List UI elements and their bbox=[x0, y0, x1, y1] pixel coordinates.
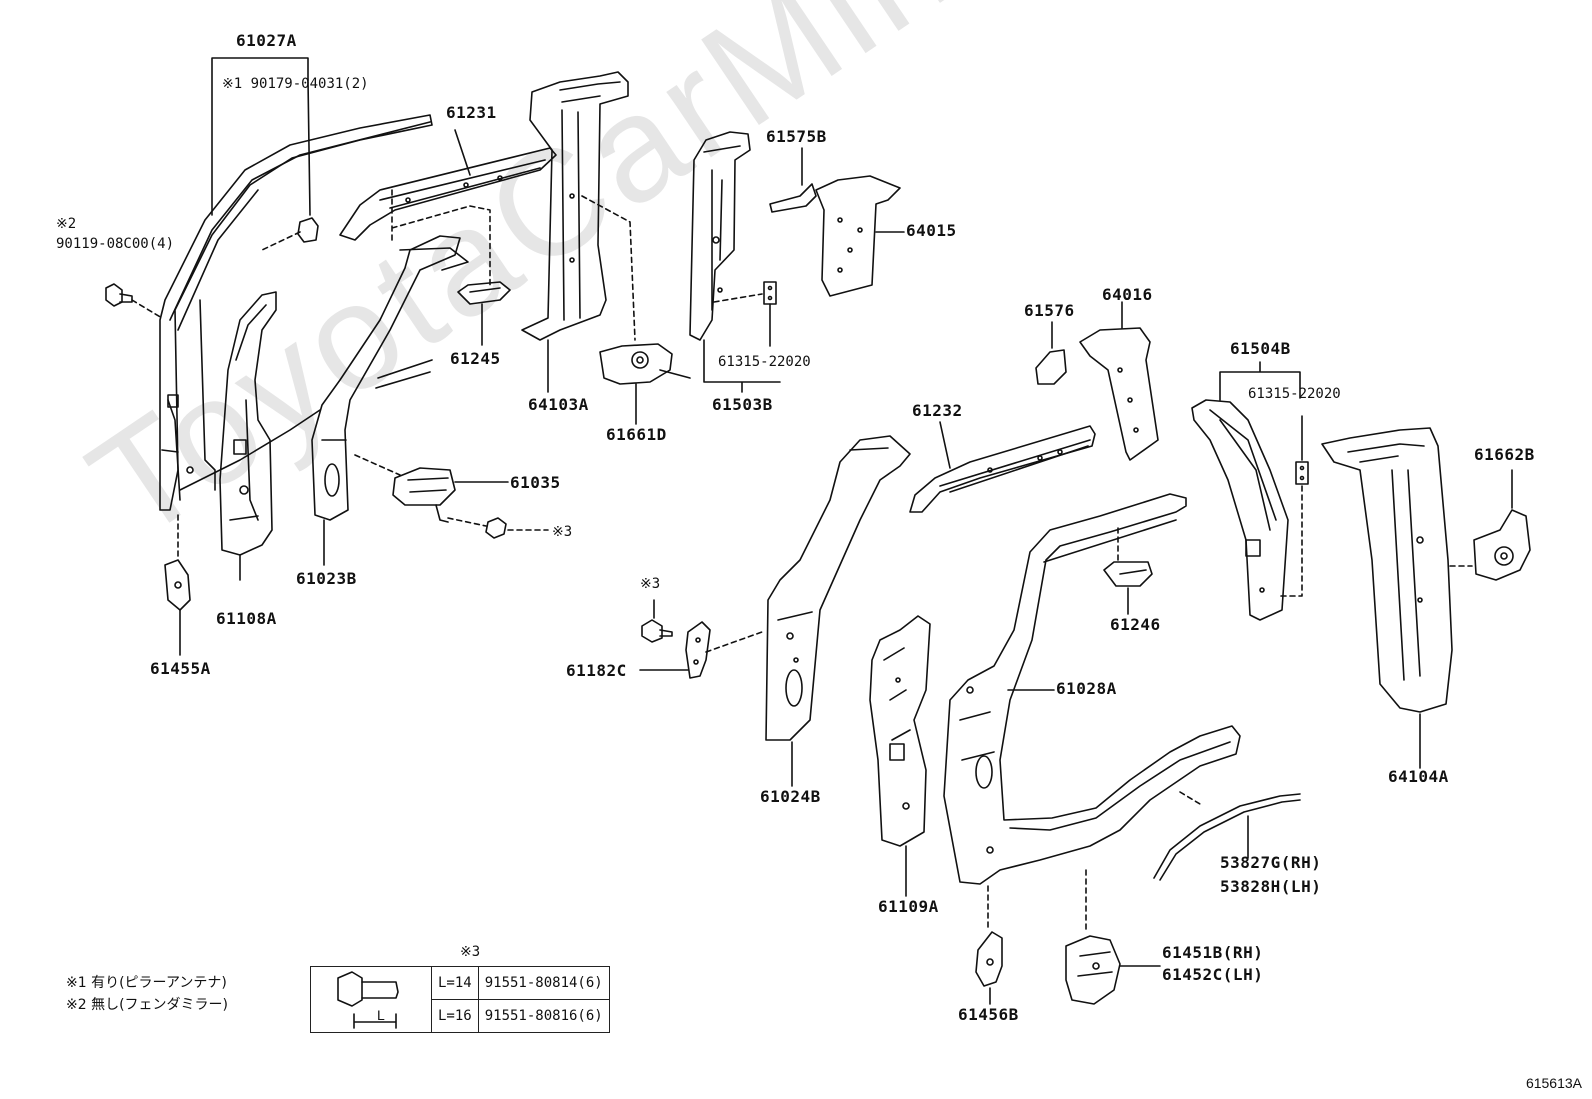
label-61456b: 61456B bbox=[958, 1005, 1019, 1024]
clip-61315-b bbox=[1295, 461, 1309, 485]
part-61245 bbox=[457, 281, 511, 305]
label-61504b: 61504B bbox=[1230, 339, 1291, 358]
diagram-code: 615613A bbox=[1525, 1075, 1582, 1091]
spec-row: L L=14 91551-80814(6) bbox=[310, 966, 610, 1033]
spec-dim-label: L bbox=[377, 1007, 385, 1023]
label-61245: 61245 bbox=[450, 349, 501, 368]
part-64016 bbox=[1079, 327, 1159, 461]
label-61315-b: 61315-22020 bbox=[1248, 386, 1341, 402]
label-64103a: 64103A bbox=[528, 395, 589, 414]
part-61662b bbox=[1473, 509, 1531, 581]
label-61109a: 61109A bbox=[878, 897, 939, 916]
part-61575b bbox=[769, 183, 817, 213]
label-61035: 61035 bbox=[510, 473, 561, 492]
part-61028a bbox=[943, 493, 1241, 885]
part-61182c bbox=[685, 621, 711, 679]
label-64104a: 64104A bbox=[1388, 767, 1449, 786]
part-61024b bbox=[765, 435, 911, 741]
note-mark-3-b: ※3 bbox=[640, 576, 661, 592]
label-61662b: 61662B bbox=[1474, 445, 1535, 464]
label-61024b: 61024B bbox=[760, 787, 821, 806]
part-61576 bbox=[1035, 349, 1067, 385]
note-90179: ※1 90179-04031(2) bbox=[222, 76, 369, 92]
label-61576: 61576 bbox=[1024, 301, 1075, 320]
spec-part: 91551-80814(6) bbox=[477, 966, 610, 1000]
note-mark-3-a: ※3 bbox=[552, 524, 573, 540]
label-64016: 64016 bbox=[1102, 285, 1153, 304]
leader-90179 bbox=[307, 79, 311, 216]
spec-row: L=16 91551-80816(6) bbox=[311, 999, 610, 1033]
part-61023b bbox=[311, 235, 469, 521]
part-61451b bbox=[1065, 935, 1121, 1005]
label-64015: 64015 bbox=[906, 221, 957, 240]
bolt-90119 bbox=[105, 283, 133, 307]
spec-table: L L=14 91551-80814(6) L=16 91551-80816(6… bbox=[310, 966, 610, 1033]
part-61231 bbox=[339, 147, 557, 241]
label-61661d: 61661D bbox=[606, 425, 667, 444]
part-61108a bbox=[219, 291, 277, 556]
note-90119: 90119-08C00(4) bbox=[56, 236, 175, 252]
spec-bolt-cell: L bbox=[310, 966, 432, 1033]
label-61231: 61231 bbox=[446, 103, 497, 122]
part-64104a bbox=[1321, 427, 1453, 713]
part-61035 bbox=[392, 467, 456, 523]
clip-61315-a bbox=[763, 281, 777, 305]
legend-note-2: ※2 無し(フェンダミラー) bbox=[66, 997, 229, 1013]
part-61232 bbox=[909, 425, 1096, 513]
spec-length: L=16 bbox=[431, 999, 479, 1033]
part-61504b bbox=[1191, 399, 1289, 621]
label-61575b: 61575B bbox=[766, 127, 827, 146]
part-61455a bbox=[164, 559, 191, 611]
label-61232: 61232 bbox=[912, 401, 963, 420]
label-61182c: 61182C bbox=[566, 661, 627, 680]
clip-90179 bbox=[297, 217, 319, 243]
label-61455a: 61455A bbox=[150, 659, 211, 678]
label-61315-a: 61315-22020 bbox=[718, 354, 811, 370]
label-61023b: 61023B bbox=[296, 569, 357, 588]
part-61109a bbox=[869, 615, 931, 847]
note-mark-2: ※2 bbox=[56, 216, 77, 232]
part-64103a bbox=[521, 71, 629, 341]
part-61661d bbox=[599, 343, 691, 385]
bracket-61027a bbox=[211, 57, 309, 216]
part-61246 bbox=[1103, 561, 1153, 587]
label-61027a: 61027A bbox=[236, 31, 297, 50]
label-61503b: 61503B bbox=[712, 395, 773, 414]
label-61108a: 61108A bbox=[216, 609, 277, 628]
part-61027a bbox=[159, 114, 433, 511]
leader-90119 bbox=[131, 299, 163, 319]
label-53827g: 53827G(RH) bbox=[1220, 853, 1322, 872]
part-61456b bbox=[975, 931, 1003, 987]
legend-note-1: ※1 有り(ピラーアンテナ) bbox=[66, 975, 227, 991]
spec-part: 91551-80816(6) bbox=[477, 999, 610, 1033]
part-53827g bbox=[1153, 793, 1301, 881]
label-61246: 61246 bbox=[1110, 615, 1161, 634]
label-61451b: 61451B(RH) bbox=[1162, 943, 1264, 962]
label-53828h: 53828H(LH) bbox=[1220, 877, 1322, 896]
label-61452c: 61452C(LH) bbox=[1162, 965, 1264, 984]
label-61028a: 61028A bbox=[1056, 679, 1117, 698]
part-61503b bbox=[689, 131, 751, 341]
spec-length: L=14 bbox=[431, 966, 479, 1000]
bolt-61182c bbox=[641, 619, 673, 643]
bolt-61035 bbox=[485, 517, 507, 539]
spec-table-mark: ※3 bbox=[460, 944, 481, 960]
part-64015 bbox=[815, 175, 901, 297]
